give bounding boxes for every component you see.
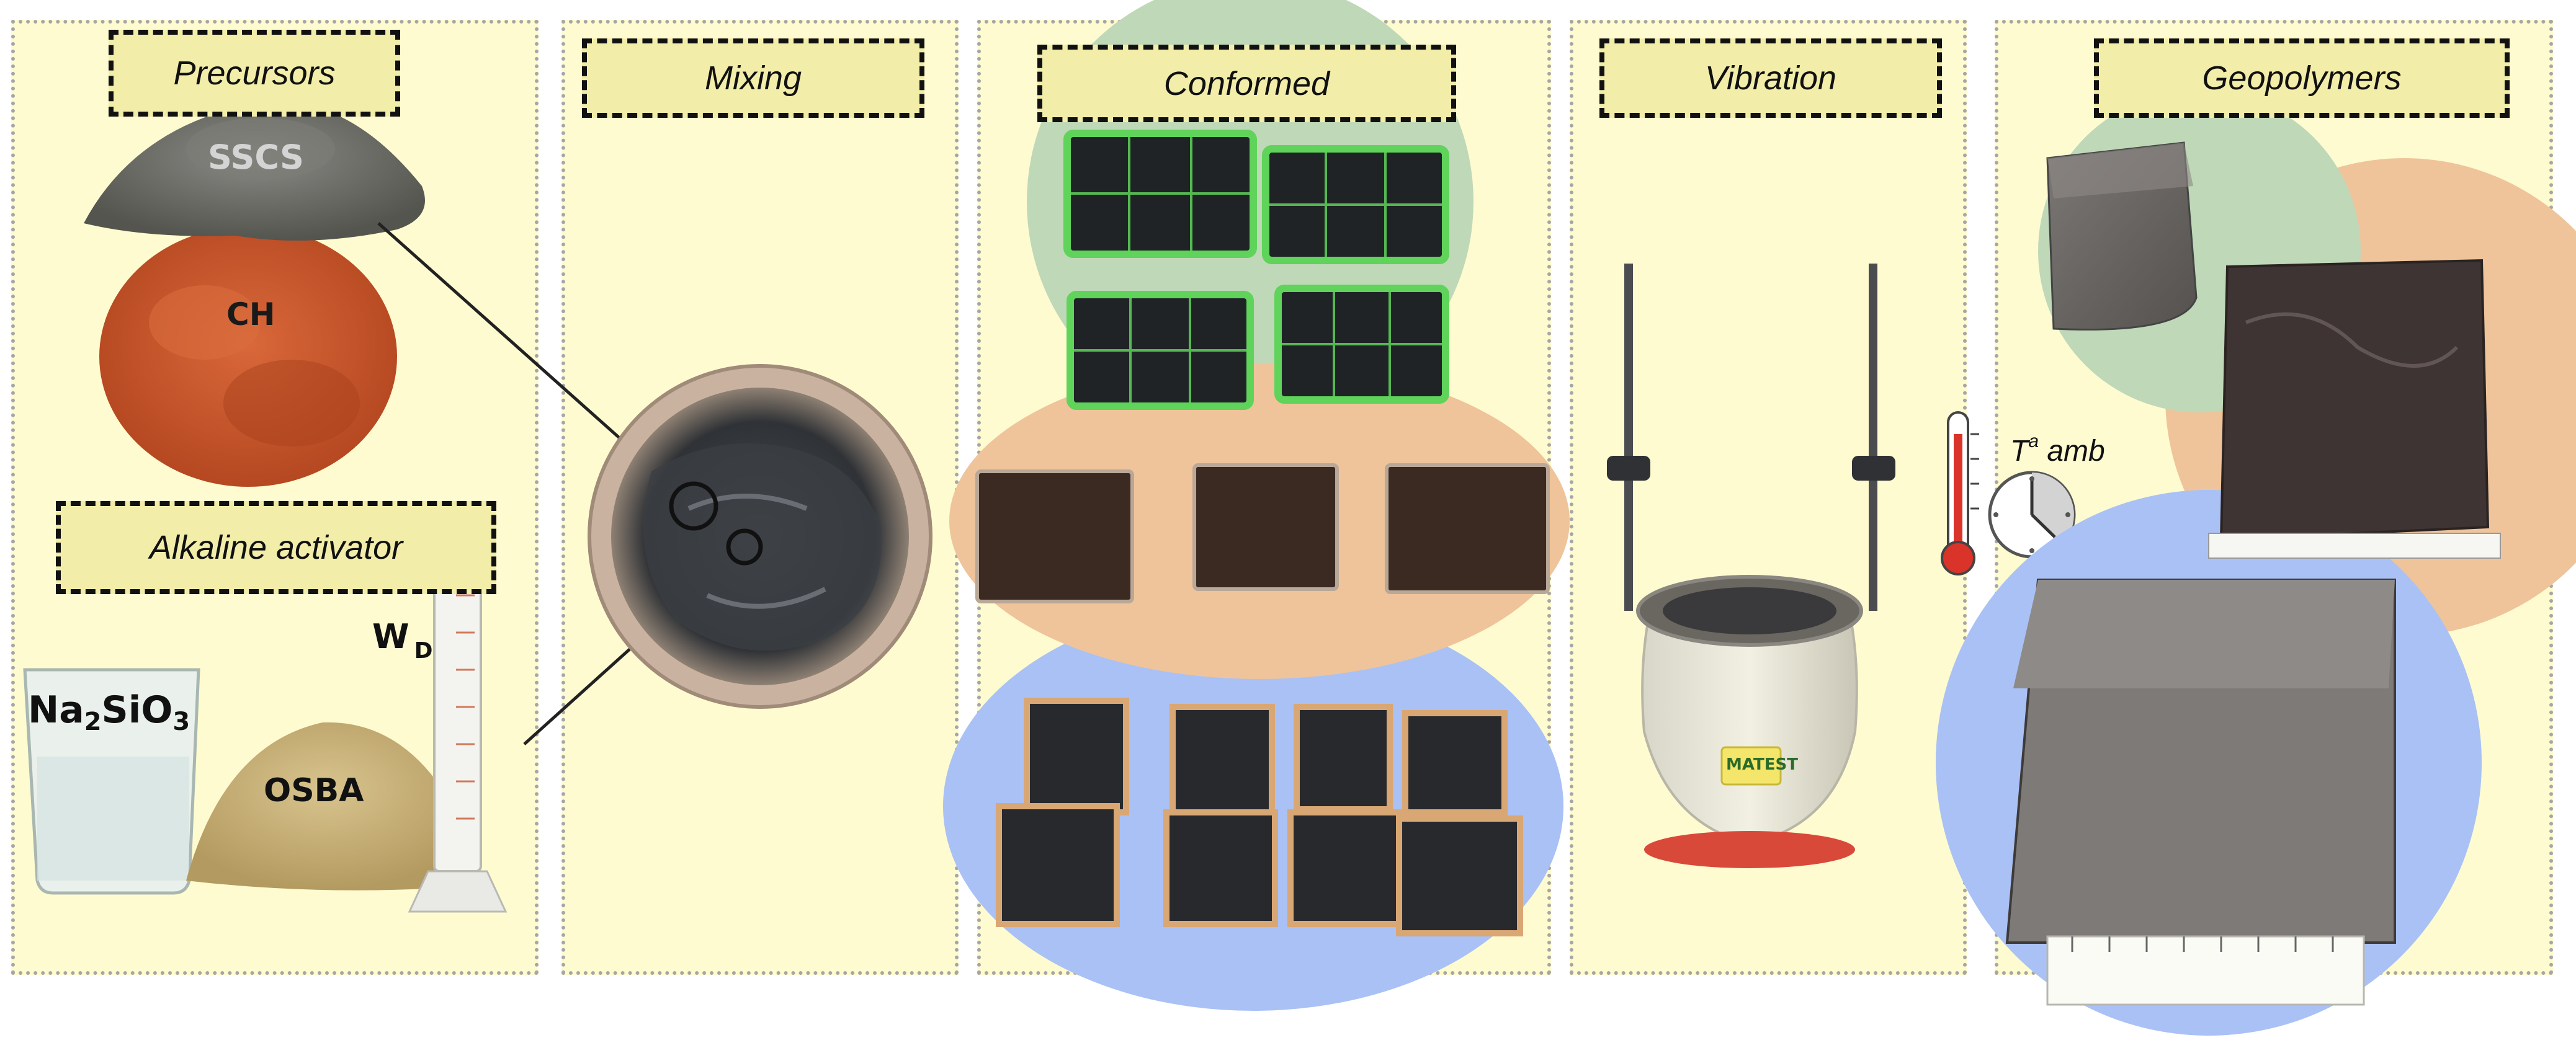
detail-circle-1 [669, 481, 718, 531]
title-geopolymers: Geopolymers [2094, 38, 2510, 118]
label-na2sio3: Na2SiO3 [28, 688, 190, 736]
label-sscs: SSCS [208, 138, 304, 177]
cube-molds [996, 698, 1523, 936]
label-temp-t: T [2010, 435, 2029, 468]
detail-circle-2 [726, 528, 763, 566]
title-conformed: Conformed [1037, 45, 1456, 122]
title-alkaline-activator: Alkaline activator [56, 501, 496, 594]
label-matest: MATEST [1726, 755, 1798, 774]
conformed-plates [975, 463, 1550, 603]
sscs-powder-pile [84, 101, 425, 241]
title-mixing: Mixing [582, 38, 924, 118]
title-precursors: Precursors [109, 30, 400, 117]
label-wd-d: D [414, 638, 433, 664]
clock-icon [1988, 471, 2076, 559]
osba-powder-pile [186, 722, 464, 891]
label-sio: SiO [101, 688, 173, 732]
label-ch: CH [226, 296, 275, 332]
silicone-molds [1063, 130, 1449, 410]
label-sio-sub: 3 [172, 708, 190, 736]
thermometer-icon [1941, 411, 1979, 575]
geopolymer-plate [2208, 259, 2501, 559]
label-wd-w: W [372, 617, 409, 656]
label-na-sub: 2 [84, 708, 102, 736]
label-osba: OSBA [264, 772, 364, 809]
label-na: Na [28, 688, 84, 732]
title-vibration: Vibration [1599, 38, 1942, 118]
beaker [23, 668, 200, 895]
label-temperature: Ta amb [2010, 431, 2105, 468]
small-cube [2046, 141, 2198, 331]
mixing-bowl [588, 364, 932, 709]
label-temp-amb: amb [2039, 435, 2105, 468]
ch-powder-pile [99, 226, 397, 487]
vibration-table [1607, 264, 1895, 868]
large-cube [2005, 579, 2396, 1006]
label-temp-a: a [2028, 431, 2039, 451]
